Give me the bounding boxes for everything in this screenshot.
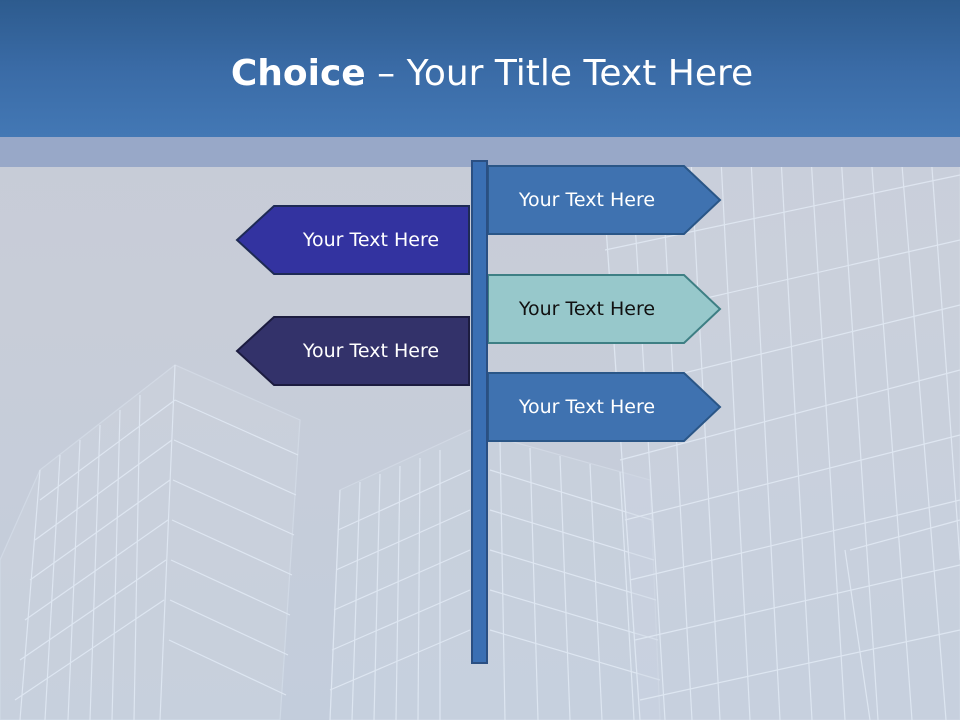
title-band [0, 0, 960, 137]
title-rest-part: – Your Title Text Here [365, 53, 754, 94]
signpost-left-1-label: Your Text Here [302, 229, 440, 251]
signpost-left-1[interactable]: Your Text Here [235, 205, 471, 275]
signpost-right-1[interactable]: Your Text Here [487, 165, 722, 235]
signpost-left-2-shape [235, 316, 470, 386]
signpost-pole [471, 160, 488, 664]
signpost-right-3-label: Your Text Here [518, 396, 656, 418]
signpost-left-2-label: Your Text Here [302, 340, 440, 362]
signpost-right-1-shape [487, 165, 722, 235]
title-bold-part: Choice [230, 53, 366, 94]
signpost-left-2[interactable]: Your Text Here [235, 316, 471, 386]
signpost-right-2-label: Your Text Here [518, 298, 656, 320]
signpost-right-3-shape [487, 372, 722, 442]
signpost-right-3[interactable]: Your Text Here [487, 372, 722, 442]
signpost-right-2[interactable]: Your Text Here [487, 274, 722, 344]
slide-title[interactable]: Choice – Your Title Text Here [0, 52, 960, 96]
signpost-left-1-shape [235, 205, 470, 275]
signpost-right-1-label: Your Text Here [518, 189, 656, 211]
signpost-right-2-shape [487, 274, 722, 344]
